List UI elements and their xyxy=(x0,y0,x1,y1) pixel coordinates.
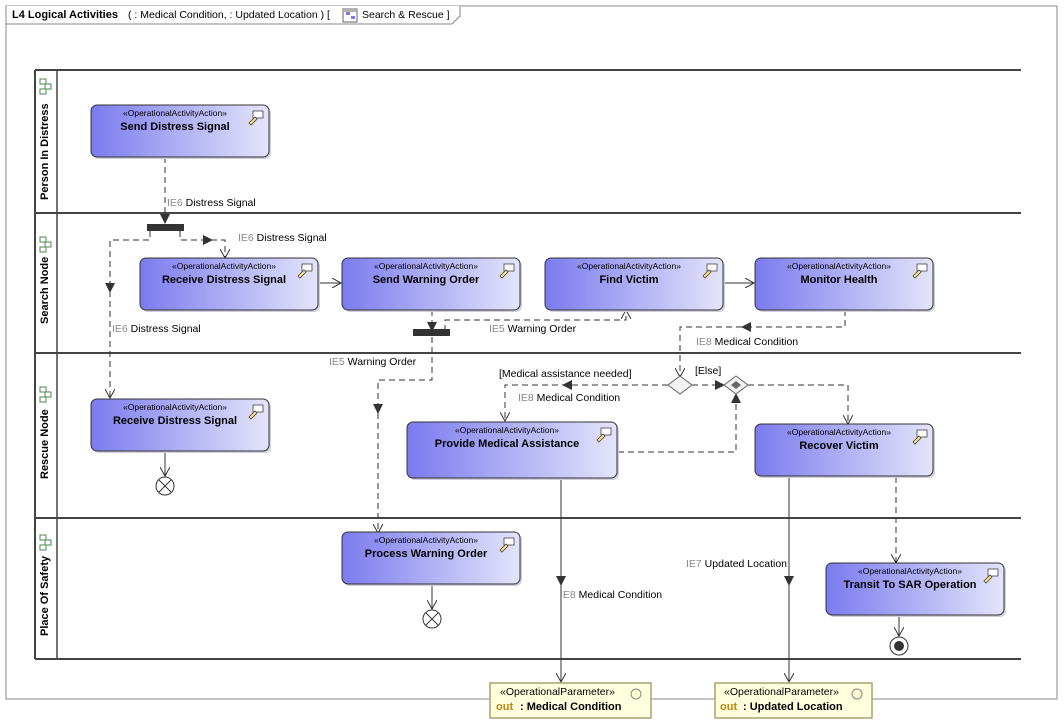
action-stereotype: «OperationalActivityAction» xyxy=(787,427,891,437)
action-send-warning-order[interactable]: «OperationalActivityAction» Send Warning … xyxy=(341,257,522,312)
action-transit-to-sar-operation[interactable]: «OperationalActivityAction» Transit To SA… xyxy=(825,562,1006,617)
lane-rescue-node: Rescue Node xyxy=(39,386,52,479)
action-name: Monitor Health xyxy=(801,274,878,286)
action-stereotype: «OperationalActivityAction» xyxy=(123,108,227,118)
action-recover-victim[interactable]: «OperationalActivityAction» Recover Victi… xyxy=(754,423,935,478)
flow-label: IE8 Medical Condition xyxy=(696,336,798,348)
action-monitor-health[interactable]: «OperationalActivityAction» Monitor Healt… xyxy=(754,257,935,312)
action-stereotype: «OperationalActivityAction» xyxy=(455,425,559,435)
flow-label: IE6 Distress Signal xyxy=(167,197,256,209)
action-stereotype: «OperationalActivityAction» xyxy=(858,566,962,576)
action-decorator-icon xyxy=(499,537,515,553)
flow-fork-to-receive-search xyxy=(179,231,225,258)
action-receive-distress-signal-rescue[interactable]: «OperationalActivityAction» Receive Distr… xyxy=(90,398,271,453)
flow-final-node xyxy=(155,476,175,496)
diagram-title-context: Search & Rescue ] xyxy=(362,9,450,21)
swimlane-icon xyxy=(39,236,52,253)
parameter-circle-icon xyxy=(630,688,642,700)
action-decorator-icon xyxy=(983,568,999,584)
decision-node xyxy=(667,375,693,395)
action-name: Receive Distress Signal xyxy=(113,415,237,427)
flow-label: IE6 Distress Signal xyxy=(238,232,327,244)
action-name: Find Victim xyxy=(599,274,658,286)
action-decorator-icon xyxy=(248,110,264,126)
flow-merge-to-recover xyxy=(748,384,848,424)
guard-else-label: [Else] xyxy=(695,365,721,377)
lane-label: Place Of Safety xyxy=(39,555,51,636)
flow-label: IE8 Medical Condition xyxy=(560,589,662,601)
lane-label: Person In Distress xyxy=(39,103,51,200)
flow-fork-to-process-warning xyxy=(378,337,433,533)
action-decorator-icon xyxy=(596,427,612,443)
diagram-title-params: ( : Medical Condition, : Updated Locatio… xyxy=(128,9,330,21)
action-decorator-icon xyxy=(297,263,313,279)
flow-label: IE7 Updated Location xyxy=(686,558,787,570)
output-parameter[interactable]: «OperationalParameter» out : Updated Loc… xyxy=(714,682,873,719)
action-decorator-icon xyxy=(702,263,718,279)
action-stereotype: «OperationalActivityAction» xyxy=(172,261,276,271)
action-provide-medical-assistance[interactable]: «OperationalActivityAction» Provide Medic… xyxy=(406,421,619,480)
action-name: Send Warning Order xyxy=(373,274,480,286)
flow-fork-to-receive-rescue xyxy=(110,231,151,398)
flow-labels: IE6 Distress Signal IE6 Distress Signal … xyxy=(112,197,798,601)
action-send-distress-signal[interactable]: «OperationalActivityAction» Send Distress… xyxy=(90,104,271,159)
action-nodes: «OperationalActivityAction» Send Distress… xyxy=(90,104,1006,617)
action-process-warning-order[interactable]: «OperationalActivityAction» Process Warni… xyxy=(341,531,522,586)
swimlane-icon xyxy=(39,78,52,95)
swimlane-icon xyxy=(39,386,52,403)
activity-final-node xyxy=(889,636,909,656)
action-name: Recover Victim xyxy=(799,440,879,452)
flow-label: IE5 Warning Order xyxy=(489,323,577,335)
action-find-victim[interactable]: «OperationalActivityAction» Find Victim xyxy=(544,257,725,312)
flow-decision-to-medical xyxy=(505,384,668,421)
flow-label: IE5 Warning Order xyxy=(329,356,417,368)
parameter-stereotype: «OperationalParameter» xyxy=(500,686,615,698)
lane-search-node: Search Node xyxy=(39,236,52,324)
flow-label: IE6 Distress Signal xyxy=(112,323,201,335)
object-flows xyxy=(105,157,899,682)
action-name: Transit To SAR Operation xyxy=(843,579,976,591)
lane-person-in-distress: Person In Distress xyxy=(39,78,52,200)
output-parameter[interactable]: «OperationalParameter» out : Medical Con… xyxy=(489,682,652,719)
action-receive-distress-signal-search[interactable]: «OperationalActivityAction» Receive Distr… xyxy=(139,257,320,312)
parameter-name: : Medical Condition xyxy=(520,701,622,713)
parameter-direction: out xyxy=(496,701,513,713)
lane-place-of-safety: Place Of Safety xyxy=(39,534,52,636)
action-stereotype: «OperationalActivityAction» xyxy=(577,261,681,271)
guard-medical-label: [Medical assistance needed] xyxy=(499,368,632,380)
lane-label: Search Node xyxy=(39,257,51,324)
swimlane-icon xyxy=(39,534,52,551)
flow-label: IE8 Medical Condition xyxy=(518,392,620,404)
parameter-name: : Updated Location xyxy=(743,701,843,713)
lane-label: Rescue Node xyxy=(39,409,51,479)
merge-node xyxy=(723,375,749,395)
action-decorator-icon xyxy=(248,404,264,420)
fork-bar xyxy=(147,224,184,231)
fork-bar xyxy=(413,329,450,336)
parameter-direction: out xyxy=(720,701,737,713)
flow-fork-to-find-victim xyxy=(444,310,626,331)
action-stereotype: «OperationalActivityAction» xyxy=(374,535,478,545)
action-stereotype: «OperationalActivityAction» xyxy=(787,261,891,271)
activity-diagram-icon xyxy=(342,8,358,23)
action-decorator-icon xyxy=(912,263,928,279)
parameter-circle-icon xyxy=(851,688,863,700)
action-stereotype: «OperationalActivityAction» xyxy=(123,402,227,412)
flow-final-node xyxy=(422,609,442,629)
diagram-title-kind: L4 Logical Activities xyxy=(12,9,118,21)
action-name: Provide Medical Assistance xyxy=(435,438,580,450)
swimlane-grid xyxy=(34,69,1021,660)
action-name: Send Distress Signal xyxy=(120,121,229,133)
action-name: Process Warning Order xyxy=(365,548,488,560)
parameter-stereotype: «OperationalParameter» xyxy=(724,686,839,698)
action-decorator-icon xyxy=(912,429,928,445)
action-stereotype: «OperationalActivityAction» xyxy=(374,261,478,271)
action-name: Receive Distress Signal xyxy=(162,274,286,286)
action-decorator-icon xyxy=(499,263,515,279)
